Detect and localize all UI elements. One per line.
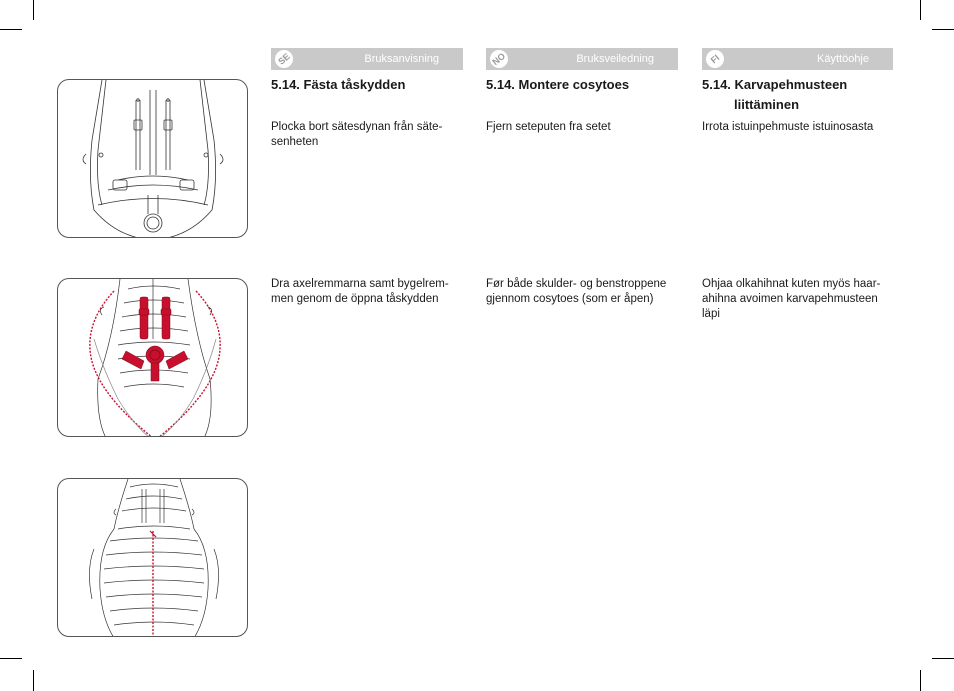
crop-mark: [0, 29, 22, 30]
heading-se: 5.14. Fästa tåskydden: [271, 77, 406, 92]
illustration-seat-cushion: [57, 79, 248, 238]
illustration-cosytoe-open: [57, 278, 248, 437]
crop-mark: [920, 0, 921, 20]
crop-mark: [0, 658, 22, 659]
step2-fi: Ohjaa olkahihnat kuten myös haar- ahihna…: [702, 278, 881, 320]
step1-se: Plocka bort sätesdynan från säte- senhet…: [271, 121, 443, 148]
badge-no: NO: [490, 50, 508, 68]
heading-fi: 5.14. Karvapehmusteen liittäminen: [702, 75, 847, 115]
badge-fi: FI: [706, 50, 724, 68]
step1-fi: Irrota istuinpehmuste istuinosasta: [702, 121, 874, 133]
illustration-cosytoe-zipped: [57, 478, 248, 637]
manual-title-se: Bruksanvisning: [364, 53, 439, 65]
badge-se: SE: [275, 50, 293, 68]
band-se: SE Bruksanvisning: [271, 48, 463, 70]
step2-se: Dra axelremmarna samt bygelrem- men geno…: [271, 278, 449, 305]
crop-mark: [932, 29, 954, 30]
manual-title-fi: Käyttöohje: [817, 53, 869, 65]
band-fi: FI Käyttöohje: [702, 48, 893, 70]
crop-mark: [33, 670, 34, 691]
heading-fi-line2: liittäminen: [734, 97, 800, 112]
step2-no: Før både skulder- og benstroppene gjenno…: [486, 278, 667, 305]
heading-no: 5.14. Montere cosytoes: [486, 77, 630, 92]
crop-mark: [920, 670, 921, 691]
band-no: NO Bruksveiledning: [486, 48, 678, 70]
crop-mark: [33, 0, 34, 20]
step1-no: Fjern seteputen fra setet: [486, 121, 611, 133]
manual-title-no: Bruksveiledning: [576, 53, 654, 65]
crop-mark: [932, 658, 954, 659]
